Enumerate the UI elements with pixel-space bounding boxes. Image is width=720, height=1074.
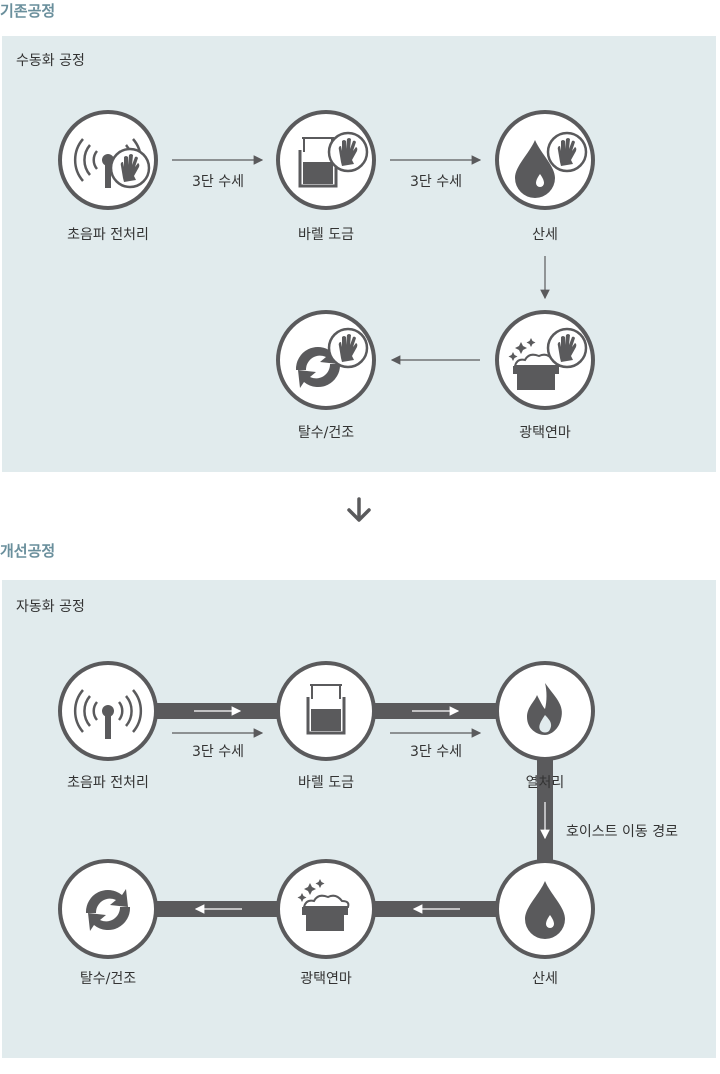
before-panel-label: 수동화 공정 [16, 53, 85, 69]
after-label-ultrasonic: 초음파 전처리 [67, 775, 149, 791]
after-node-acid [495, 859, 595, 959]
before-section-title: 기존공정 [0, 2, 56, 20]
after-node-barrel [276, 661, 376, 761]
after-label-heat: 열처리 [525, 775, 565, 791]
after-label-polish: 광택연마 [300, 971, 352, 987]
after-label-dry: 탈수/건조 [79, 971, 137, 987]
arrow-down-icon [347, 497, 371, 522]
before-node-acid [495, 110, 595, 210]
before-edge-label-2: 3단 수세 [410, 174, 462, 190]
after-edge-label-hoist: 호이스트 이동 경로 [566, 824, 678, 840]
before-node-barrel [276, 110, 376, 210]
after-node-dry [58, 859, 158, 959]
after-label-barrel: 바렐 도금 [298, 775, 354, 791]
after-label-acid: 산세 [532, 971, 558, 987]
after-panel-label: 자동화 공정 [16, 599, 85, 615]
before-label-dry: 탈수/건조 [297, 425, 355, 441]
after-node-heat [495, 661, 595, 761]
before-label-barrel: 바렐 도금 [298, 227, 354, 243]
after-node-ultrasonic [58, 661, 158, 761]
before-node-dry [276, 310, 376, 410]
before-node-ultrasonic [58, 110, 158, 210]
before-node-polish [495, 310, 595, 410]
after-panel: 자동화 공정 [2, 580, 716, 1058]
after-node-polish [276, 859, 376, 959]
after-section-title: 개선공정 [0, 542, 56, 560]
before-label-polish: 광택연마 [519, 425, 571, 441]
before-panel: 수동화 공정 [2, 36, 716, 472]
before-label-ultrasonic: 초음파 전처리 [67, 227, 149, 243]
after-edge-label-1: 3단 수세 [192, 744, 244, 760]
after-edge-label-2: 3단 수세 [410, 744, 462, 760]
before-label-acid: 산세 [532, 227, 558, 243]
before-edge-label-1: 3단 수세 [192, 174, 244, 190]
